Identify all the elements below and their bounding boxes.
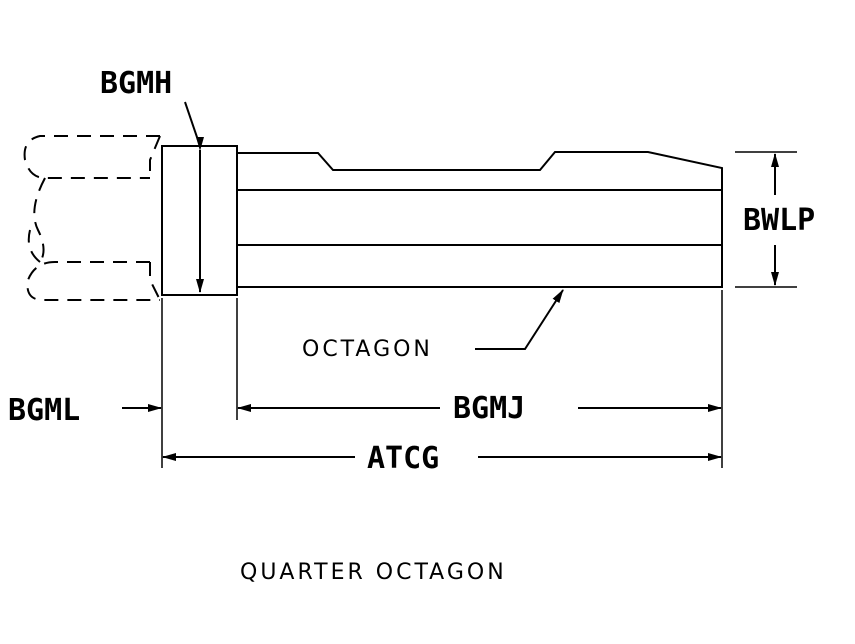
caption: QUARTER OCTAGON [240,560,507,585]
label-bwlp: BWLP [743,203,815,238]
label-bgmj: BGMJ [453,391,525,426]
octagon-bar [237,151,723,288]
octagon-leader [475,289,564,350]
label-octagon: OCTAGON [302,337,433,362]
label-bgml: BGML [8,393,80,428]
label-bgmh: BGMH [100,66,172,101]
bgmh-leader [184,101,201,147]
label-atcg: ATCG [367,441,439,476]
phantom-hex-head [23,135,161,301]
collar [161,137,238,296]
bwlp-dimension [735,151,797,288]
